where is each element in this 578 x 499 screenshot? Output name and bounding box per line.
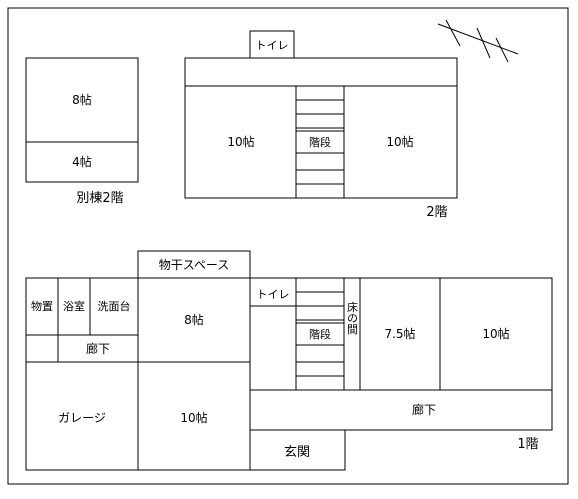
floor-1-hall-upper-label: 廊下 [86,341,110,356]
floor-2-toilet [249,30,295,59]
compass-mark [437,19,519,63]
outer-frame [7,7,569,485]
floor-1-washroom-label: 洗面台 [98,299,131,313]
floor-2: トイレ 階段 10帖 10帖 2階 [184,30,458,220]
floor-1-stair-treads [296,291,344,377]
annex-building [25,57,139,183]
floor-1-entrance-label: 玄関 [284,445,310,460]
floor-1-drying-label: 物干スペース [159,258,230,272]
floor-1-stairs-label: 階段 [309,327,331,341]
annex-caption: 別棟2階 [76,191,123,206]
floor-1-hall-lower [249,389,553,431]
floor-1-stairs-box [295,322,345,346]
floor-1-room-10-right-label: 10帖 [482,326,509,341]
floor-2-stairs-label: 階段 [309,135,331,149]
floor-1-drying-space [137,250,251,279]
floor-1: 物干スペース 物置 浴室 洗面台 廊下 8帖 ガレージ 10帖 トイレ [25,250,553,471]
floor-1-caption: 1階 [517,437,538,452]
floor-1-toilet-label: トイレ [257,288,290,301]
floor-2-stairs-box [295,130,345,154]
floor-2-caption: 2階 [426,205,447,220]
floor-2-room-left-label: 10帖 [227,134,254,149]
floor-1-bath-label: 浴室 [63,299,85,313]
floor-1-room-10-bottom-label: 10帖 [180,410,207,425]
floor-1-room-75-label: 7.5帖 [384,326,415,341]
floor-2-stair-treads [296,99,344,185]
annex-2f: 8帖 4帖 別棟2階 [25,57,139,206]
floor-1-room-8-label: 8帖 [184,312,204,327]
annex-room-4-label: 4帖 [72,154,92,169]
floor-1-hall-lower-label: 廊下 [412,402,436,417]
floor-2-toilet-label: トイレ [256,39,289,52]
floor-1-tokonoma-label: 床の間 [346,300,359,335]
floor-1-storage-label: 物置 [31,299,53,313]
floor-1-entrance [249,429,346,471]
annex-room-8-label: 8帖 [72,92,92,107]
floor-1-garage-label: ガレージ [58,411,106,425]
floor-2-room-right-label: 10帖 [386,134,413,149]
